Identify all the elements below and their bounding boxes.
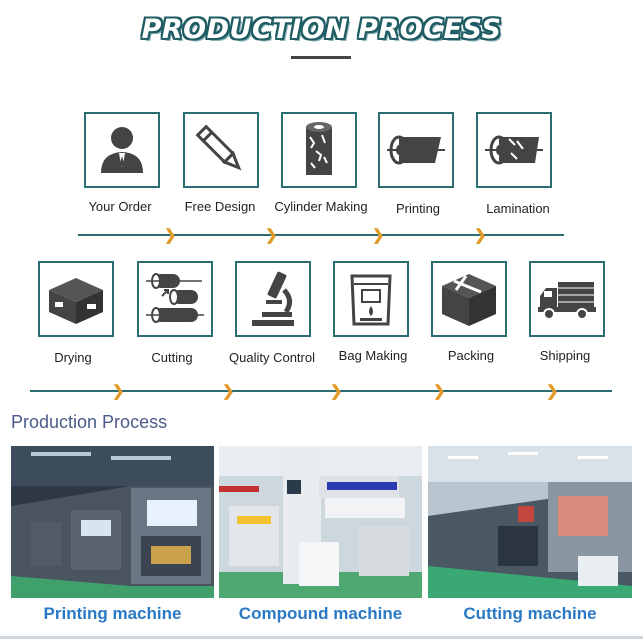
truck-icon [538, 282, 596, 320]
step-free-design-box [183, 112, 259, 188]
photo-caption: Compound machine [238, 604, 403, 623]
drying-box-icon [49, 278, 103, 324]
lamination-roll-icon [485, 135, 543, 165]
step-label: Printing [395, 201, 441, 216]
flow-line-row1 [78, 234, 564, 236]
step-label: Drying [54, 350, 92, 365]
step-label: Cutting [151, 350, 193, 365]
step-your-order-box [84, 112, 160, 188]
compound-machine-photo [219, 446, 422, 598]
bottom-divider [0, 636, 643, 639]
arrow-icon: ❯ [330, 383, 343, 400]
arrow-icon: ❯ [112, 383, 125, 400]
arrow-icon: ❯ [372, 227, 385, 244]
step-label: Lamination [486, 201, 550, 216]
pen-icon [195, 124, 242, 171]
step-cutting-box [137, 261, 213, 337]
step-printing-box [378, 112, 454, 188]
step-label: Cylinder Making [274, 199, 368, 214]
step-label: Bag Making [338, 348, 408, 363]
arrow-icon: ❯ [265, 227, 278, 244]
arrow-icon: ❯ [433, 383, 446, 400]
arrow-icon: ❯ [164, 227, 177, 244]
title-underline [291, 56, 351, 59]
arrow-icon: ❯ [222, 383, 235, 400]
arrow-icon: ❯ [474, 227, 487, 244]
microscope-icon [252, 271, 294, 326]
step-label: Your Order [88, 199, 152, 214]
step-drying-box [38, 261, 114, 337]
step-bag-making-box [333, 261, 409, 337]
photo-caption: Cutting machine [463, 604, 597, 623]
page-title: PRODUCTION PROCESS [141, 14, 502, 45]
step-lamination-box [476, 112, 552, 188]
step-packing-box [431, 261, 507, 337]
cutting-machine-photo [428, 446, 632, 598]
step-cylinder-making-box [281, 112, 357, 188]
arrow-icon: ❯ [546, 383, 559, 400]
section-title: Production Process [11, 412, 168, 432]
step-label: Packing [447, 348, 495, 363]
cutting-rollers-icon [146, 273, 204, 323]
package-icon [442, 274, 496, 326]
photo-caption: Printing machine [43, 604, 182, 623]
step-label: Quality Control [229, 350, 315, 365]
printing-roll-icon [387, 135, 445, 165]
bag-icon [350, 274, 392, 326]
printing-machine-photo [11, 446, 214, 598]
cylinder-icon [306, 122, 332, 175]
step-quality-control-box [235, 261, 311, 337]
step-label: Free Design [184, 199, 256, 214]
step-label: Shipping [539, 348, 591, 363]
step-shipping-box [529, 261, 605, 337]
person-icon [101, 127, 143, 173]
flow-line-row2 [30, 390, 612, 392]
